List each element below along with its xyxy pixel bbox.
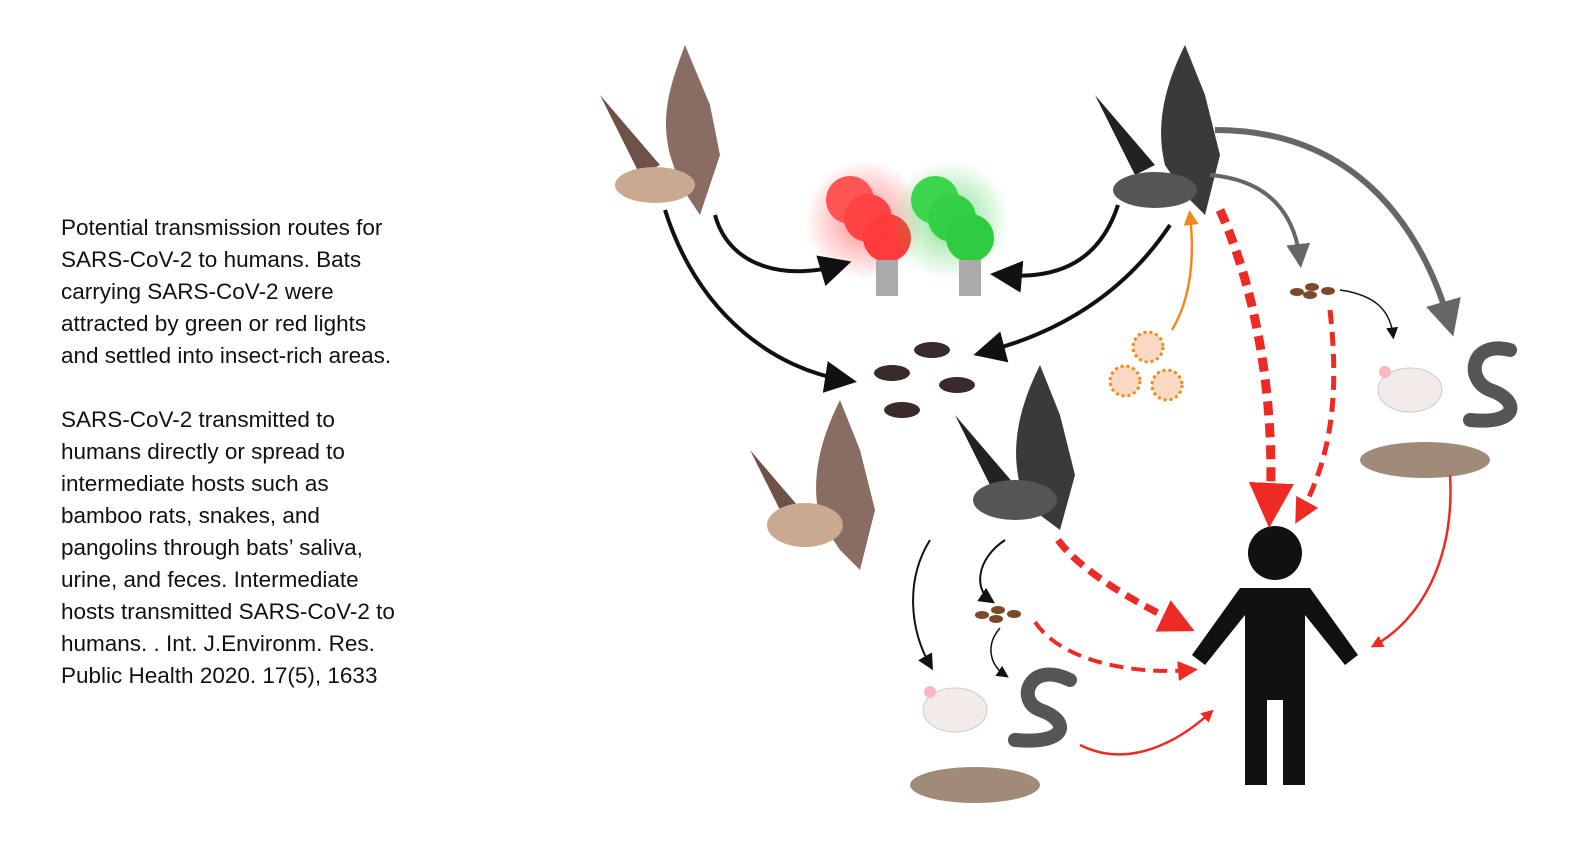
orange-arrow [1170, 210, 1199, 331]
snake-right [1463, 341, 1518, 428]
human-figure-icon [1192, 526, 1358, 785]
green-light-bulbs-icon [890, 160, 1010, 296]
pangolin-bottom [910, 767, 1040, 803]
insects-icon [874, 342, 975, 418]
caption-paragraph-2: SARS-CoV-2 transmitted to humans directl… [61, 407, 395, 688]
snake-bottom [1008, 667, 1077, 748]
red-light-bulbs-icon [805, 160, 925, 296]
caption-paragraph-1: Potential transmission routes for SARS-C… [61, 215, 392, 368]
pangolin-right [1360, 442, 1490, 478]
bat-droppings-top [1290, 283, 1335, 299]
virus-particles-icon [1108, 330, 1184, 402]
figure-caption: Potential transmission routes for SARS-C… [61, 212, 441, 724]
bat-droppings-bottom [975, 606, 1021, 623]
black-bat-top-right [1095, 45, 1220, 215]
brown-bat-top-left [600, 45, 720, 215]
black-bat-middle [955, 365, 1075, 530]
bamboo-rat-right [1377, 366, 1443, 413]
black-arrows [663, 204, 1399, 678]
brown-bat-middle [750, 400, 875, 570]
red-dashed-arrows [1033, 208, 1337, 681]
gray-arrows [1209, 127, 1461, 337]
bamboo-rat-bottom [922, 686, 988, 733]
red-solid-arrows [1079, 474, 1452, 756]
